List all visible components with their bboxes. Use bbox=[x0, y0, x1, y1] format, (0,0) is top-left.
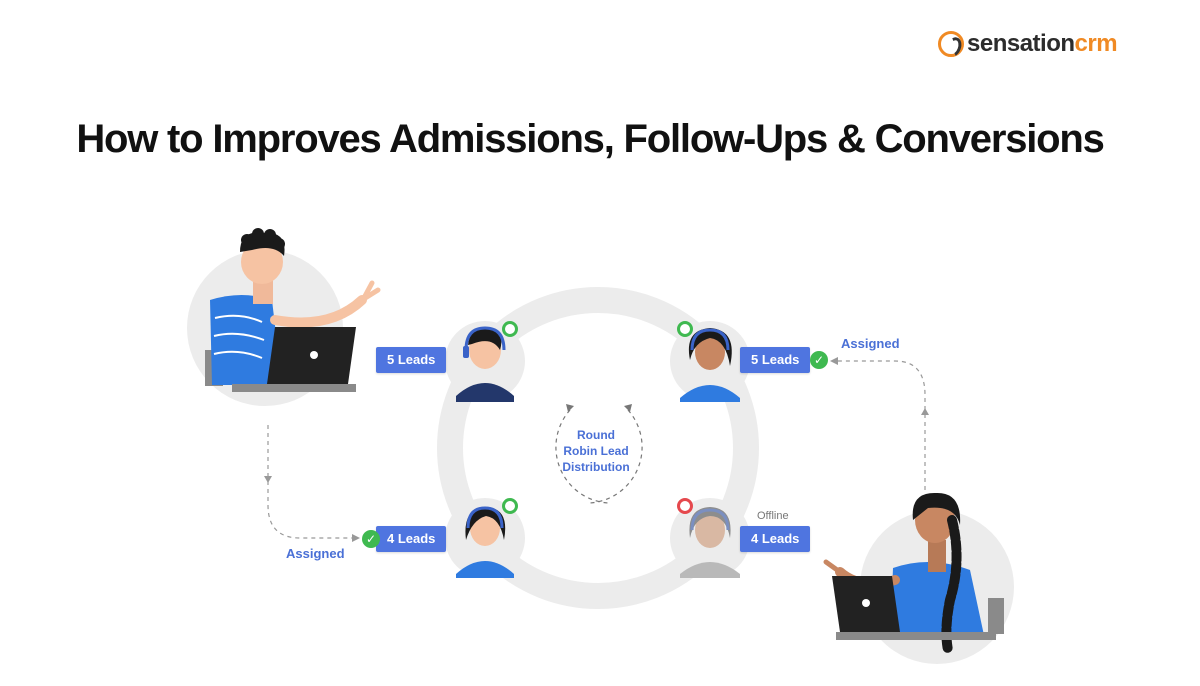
cycle-arrow-right bbox=[589, 409, 643, 504]
assigned-label: Assigned bbox=[286, 546, 345, 561]
arrowhead-icon bbox=[566, 404, 574, 412]
assigned-label: Assigned bbox=[841, 336, 900, 351]
left-user-illustration bbox=[187, 228, 381, 406]
check-icon: ✓ bbox=[362, 530, 380, 548]
distribution-ring bbox=[437, 287, 759, 609]
cycle-arrow-left bbox=[555, 409, 609, 504]
connector-right bbox=[832, 360, 926, 490]
arrowhead-icon bbox=[352, 534, 360, 542]
agent-avatar-top-left bbox=[445, 321, 525, 402]
page-title: How to Improves Admissions, Follow-Ups &… bbox=[76, 117, 1105, 161]
brand-mark-icon bbox=[938, 31, 964, 57]
agent-leads-badge: 4 Leads bbox=[376, 526, 447, 552]
agent-avatar-top-right bbox=[670, 321, 750, 402]
arrowhead-icon bbox=[921, 408, 929, 415]
round-robin-label: Round Robin Lead Distribution bbox=[562, 428, 630, 474]
offline-status-icon bbox=[677, 498, 693, 514]
agent-leads-badge: 5 Leads bbox=[376, 347, 447, 373]
right-user-illustration bbox=[823, 492, 1014, 664]
online-status-icon bbox=[502, 321, 518, 337]
connector-left bbox=[267, 425, 356, 539]
offline-label: Offline bbox=[757, 510, 789, 522]
agent-leads-badge: 5 Leads bbox=[740, 347, 811, 373]
agent-avatar-bottom-left bbox=[445, 498, 525, 578]
brand-logo: sensationcrm bbox=[938, 30, 1118, 58]
arrowhead-icon bbox=[264, 476, 272, 483]
agent-avatar-bottom-right bbox=[670, 498, 750, 578]
brand-name: sensationcrm bbox=[967, 30, 1118, 57]
arrowhead-icon bbox=[624, 404, 632, 412]
agent-leads-badge: 4 Leads bbox=[740, 526, 811, 552]
online-status-icon bbox=[677, 321, 693, 337]
online-status-icon bbox=[502, 498, 518, 514]
check-icon: ✓ bbox=[810, 351, 828, 369]
arrowhead-icon bbox=[830, 357, 838, 365]
